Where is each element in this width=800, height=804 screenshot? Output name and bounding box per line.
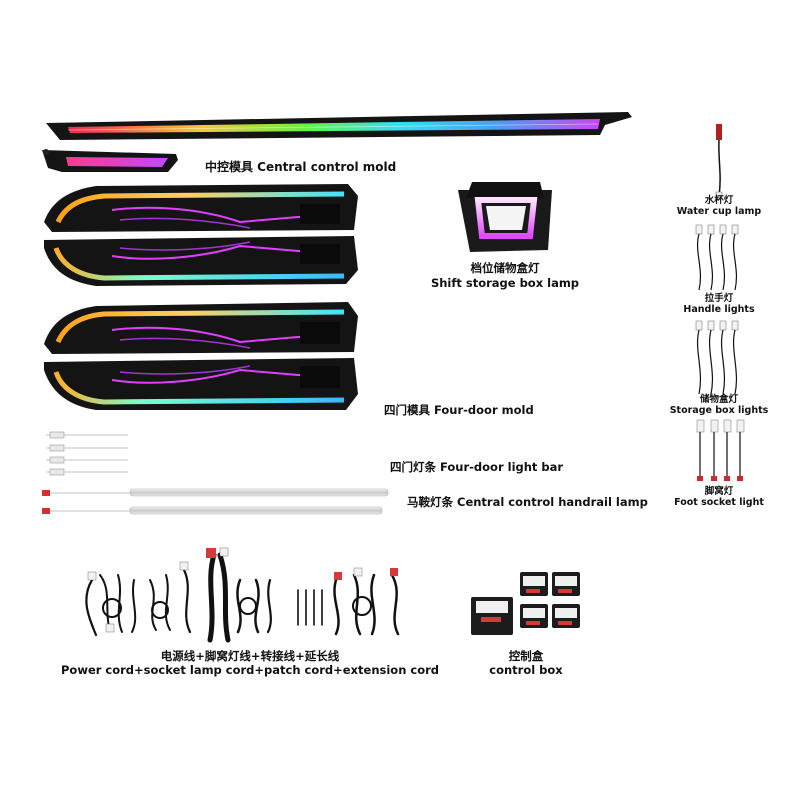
handrail-bar-2 <box>42 506 383 515</box>
door-panel-3 <box>44 302 358 354</box>
shift-storage-box-lamp <box>458 182 552 252</box>
water-cup-lamp <box>715 124 723 199</box>
handrail-lamps <box>42 488 389 515</box>
shift-storage-cn-label: 档位储物盒灯 <box>470 261 540 275</box>
door-panel-1 <box>44 184 358 232</box>
storage-box-light-wire <box>719 320 727 395</box>
foot-socket-light-wire <box>723 419 732 481</box>
central-dash-strip <box>46 112 632 140</box>
storage-box-en-label: Storage box lights <box>669 405 769 416</box>
door-panel-2 <box>44 236 358 286</box>
door-panel-4 <box>44 358 358 410</box>
control-box-cn-label: 控制盒 <box>508 649 544 663</box>
storage-box-cn-label: 储物盒灯 <box>699 394 739 405</box>
storage-box-light-wire <box>707 320 715 395</box>
control-box-main <box>471 597 513 635</box>
control-box-small <box>552 604 580 628</box>
foot-socket-lights <box>696 419 745 481</box>
water-cup-en-label: Water cup lamp <box>676 206 762 217</box>
light-bar-4 <box>46 468 336 476</box>
control-box-en-label: control box <box>489 663 563 677</box>
light-bar-3 <box>46 456 334 464</box>
foot-socket-light-wire <box>696 419 705 481</box>
four-door-light-bars <box>46 431 336 476</box>
four-door-mold-label: 四门模具 Four-door mold <box>384 403 534 417</box>
handle-light-wire <box>731 224 739 291</box>
control-box-small <box>520 604 548 628</box>
foot-socket-en-label: Foot socket light <box>674 497 764 508</box>
cord-connectors <box>87 547 398 633</box>
light-bar-2 <box>46 444 332 452</box>
handle-light-wire <box>719 224 727 291</box>
handle-light-wire <box>707 224 715 291</box>
handrail-lamp-label: 马鞍灯条 Central control handrail lamp <box>407 495 648 509</box>
cords-cn-label: 电源线+脚窝灯线+转接线+延长线 <box>160 649 340 663</box>
handrail-bar-1 <box>42 488 389 497</box>
control-boxes <box>471 572 580 635</box>
foot-socket-light-wire <box>736 419 745 481</box>
handle-lights <box>695 224 739 291</box>
light-bar-1 <box>46 431 330 439</box>
control-box-small <box>552 572 580 596</box>
foot-socket-light-wire <box>710 419 719 481</box>
central-control-mold-label: 中控模具 Central control mold <box>205 160 397 174</box>
storage-box-lights <box>695 320 739 395</box>
storage-box-light-wire <box>731 320 739 395</box>
cords-en-label: Power cord+socket lamp cord+patch cord+e… <box>60 663 440 677</box>
cords-bundle <box>85 552 400 643</box>
handle-light-wire <box>695 224 703 291</box>
shift-storage-en-label: Shift storage box lamp <box>430 276 580 290</box>
storage-box-light-wire <box>695 320 703 395</box>
four-door-light-bar-label: 四门灯条 Four-door light bar <box>390 460 564 474</box>
central-short-strip <box>42 149 178 172</box>
control-box-small <box>520 572 548 596</box>
foot-socket-cn-label: 脚窝灯 <box>704 486 734 497</box>
water-cup-cn-label: 水杯灯 <box>704 195 734 206</box>
handle-en-label: Handle lights <box>683 304 755 315</box>
handle-cn-label: 拉手灯 <box>704 293 734 304</box>
